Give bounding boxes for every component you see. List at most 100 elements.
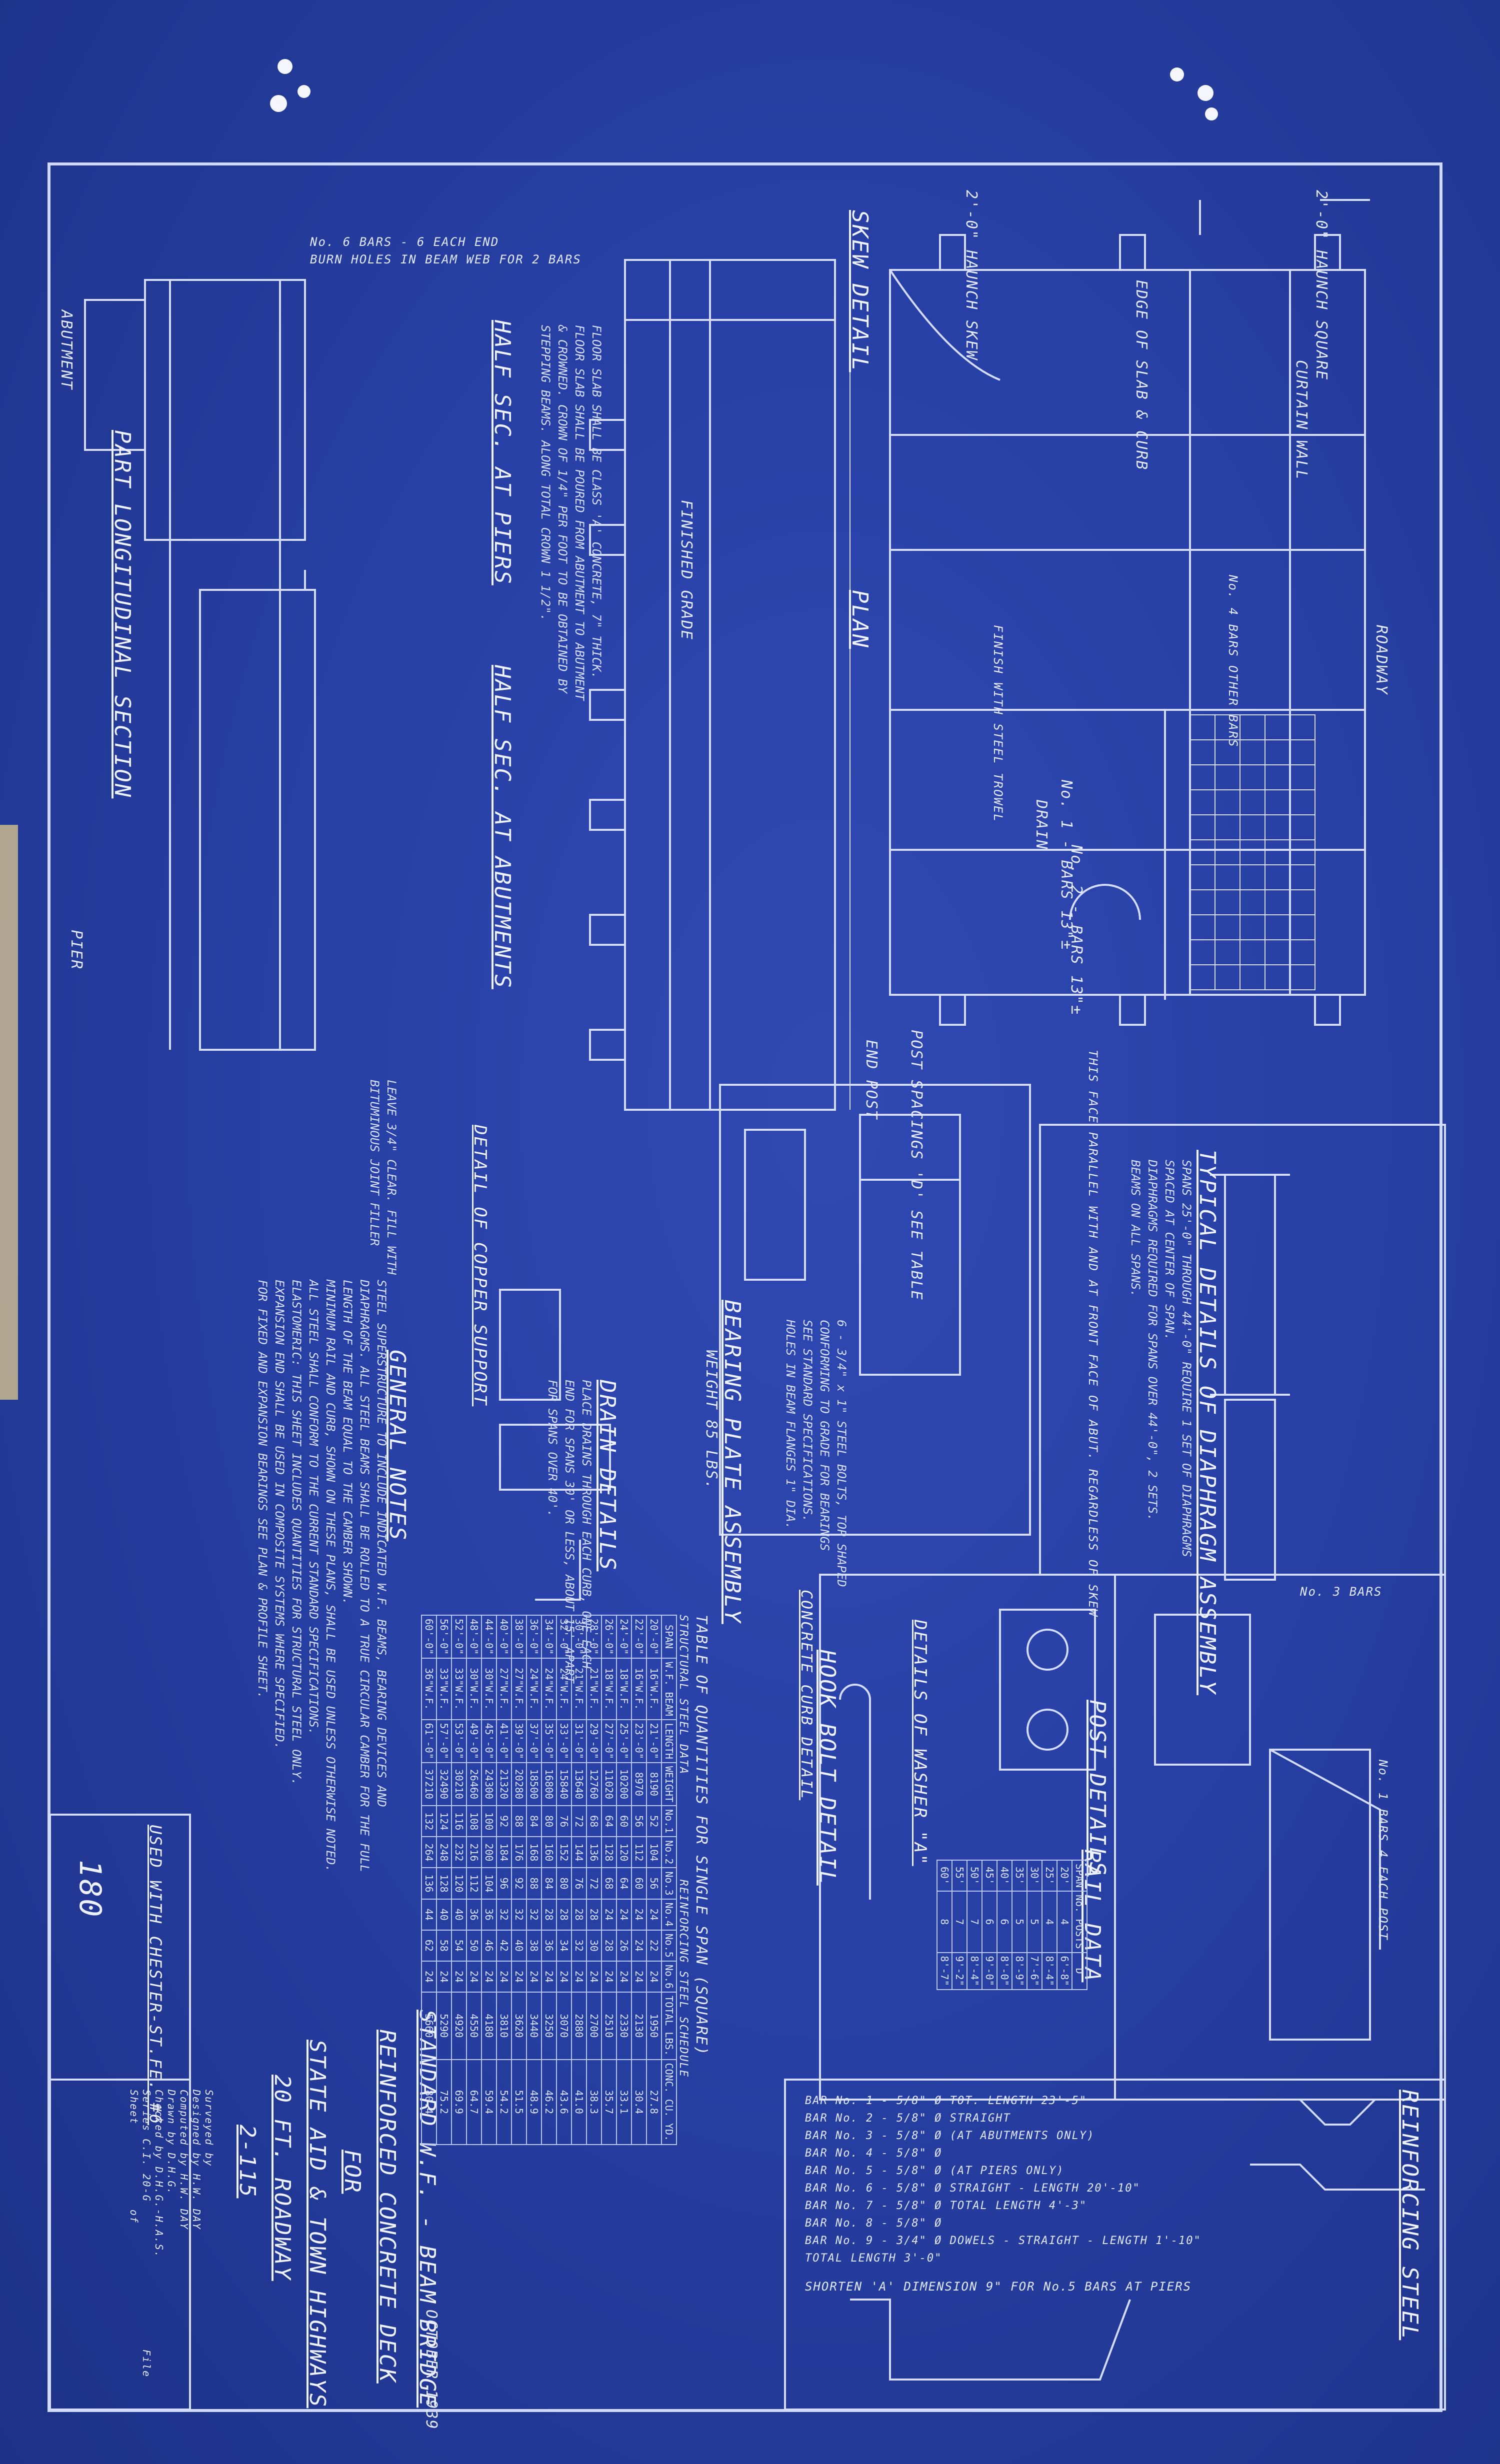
- table-cell: 21"W.F.: [586, 1658, 602, 1720]
- table-cell: 44'-0": [482, 1615, 496, 1659]
- rail-cell: 25': [1042, 1860, 1057, 1892]
- table-cell: 54: [452, 1930, 466, 1961]
- table-cell: 41'-0": [496, 1719, 512, 1763]
- table-cell: 33'-0": [556, 1719, 572, 1763]
- table-cell: 24: [542, 1961, 556, 1993]
- table-cell: 132: [422, 1806, 436, 1837]
- table-cell: 20280: [512, 1762, 526, 1806]
- post-spacings-label: POST SPACINGS 'D' SEE TABLE: [908, 1030, 925, 1301]
- table-cell: 28: [572, 1899, 586, 1930]
- half-sec-abutments-title: HALF SEC. AT ABUTMENTS: [490, 665, 515, 989]
- punch-hole: [1198, 85, 1214, 101]
- table-cell: 116: [452, 1806, 466, 1837]
- table-cell: 22: [646, 1930, 662, 1961]
- rail-cell: 8'-4": [1042, 1952, 1057, 1990]
- table-cell: 112: [466, 1868, 482, 1899]
- table-cell: 13640: [572, 1762, 586, 1806]
- table-cell: 24: [602, 1961, 616, 1993]
- punch-hole: [270, 95, 287, 112]
- table-cell: 30"W.F.: [482, 1658, 496, 1720]
- table-cell: 88: [526, 1868, 542, 1899]
- table-cell: 24"W.F.: [526, 1658, 542, 1720]
- rail-cell: 8'-9": [1012, 1952, 1027, 1990]
- table-cell: 168: [526, 1837, 542, 1868]
- table-cell: 24: [526, 1961, 542, 1993]
- no2-bars-label: No. 2 - BARS 13"±: [1068, 845, 1085, 1016]
- table-cell: 64.7: [466, 2059, 482, 2145]
- table-cell: 72: [586, 1868, 602, 1899]
- title-line-3: FOR: [340, 2150, 365, 2194]
- table-cell: 3440: [526, 1992, 542, 2060]
- table-cell: 248: [436, 1837, 452, 1868]
- table-cell: 25'-0": [616, 1719, 632, 1763]
- table-cell: 52'-0": [452, 1615, 466, 1659]
- table-cell: 27.8: [646, 2059, 662, 2145]
- table-cell: 92: [496, 1806, 512, 1837]
- table-cell: 46: [482, 1930, 496, 1961]
- table-header-cell: LENGTH: [662, 1719, 676, 1763]
- table-cell: 44: [422, 1899, 436, 1930]
- table-cell: 29'-0": [586, 1719, 602, 1763]
- table-cell: 22'-0": [632, 1615, 646, 1659]
- table-cell: 32: [526, 1899, 542, 1930]
- rail-cell: 8'-7": [937, 1952, 952, 1990]
- table-cell: 64: [602, 1806, 616, 1837]
- table-cell: 84: [526, 1806, 542, 1837]
- rail-cell: 8'-4": [967, 1952, 982, 1990]
- rail-cell: 55': [952, 1860, 967, 1892]
- table-cell: 40'-0": [496, 1615, 512, 1659]
- shorten-note: SHORTEN 'A' DIMENSION 9" FOR No.5 BARS A…: [805, 2280, 1192, 2294]
- bearing-weight: WEIGHT 85 LBS.: [702, 1350, 720, 1490]
- rail-cell: 20': [1057, 1860, 1072, 1892]
- table-cell: 24: [572, 1961, 586, 1993]
- table-cell: 15840: [556, 1762, 572, 1806]
- table-cell: 68: [586, 1806, 602, 1837]
- bar-list-item: BAR No. 8 - 5/8" Ø: [805, 2217, 942, 2230]
- table-cell: 92: [512, 1868, 526, 1899]
- table-cell: 61'-0": [422, 1719, 436, 1763]
- table-cell: 50: [466, 1930, 482, 1961]
- table-cell: 30210: [452, 1762, 466, 1806]
- drawn-by: Drawn by D.H.G.: [166, 2090, 178, 2195]
- table-cell: 18"W.F.: [616, 1658, 632, 1720]
- table-cell: 57'-0": [436, 1719, 452, 1763]
- table-cell: 75.2: [436, 2059, 452, 2145]
- face-parallel-label: THIS FACE PARALLEL WITH AND AT FRONT FAC…: [1086, 1050, 1100, 1617]
- table-cell: 264: [422, 1837, 436, 1868]
- table-header-cell: No.3: [662, 1868, 676, 1899]
- table-cell: 152: [556, 1837, 572, 1868]
- table-cell: 76: [572, 1868, 586, 1899]
- rail-header-cell: D: [1072, 1952, 1087, 1990]
- reinforcing-steel-title: REINFORCING STEEL: [1397, 2090, 1422, 2341]
- table-cell: 39'-0": [512, 1719, 526, 1763]
- drain-label: DRAIN: [1032, 800, 1050, 850]
- handwritten-number: 180: [72, 1860, 108, 1919]
- tape-strip: [0, 825, 18, 1400]
- no3-bars-label: No. 3 BARS: [1300, 1585, 1382, 1599]
- half-sec-piers-title: HALF SEC. AT PIERS: [490, 320, 515, 585]
- table-header-cell: CONC. CU. YD.: [662, 2059, 676, 2145]
- punch-hole: [298, 85, 310, 98]
- table-cell: 53'-0": [452, 1719, 466, 1763]
- table-cell: 24300: [482, 1762, 496, 1806]
- title-line-2: REINFORCED CONCRETE DECK: [374, 2030, 400, 2384]
- table-cell: 3250: [542, 1992, 556, 2060]
- abutment-label: ABUTMENT: [58, 310, 75, 390]
- table-cell: 16800: [542, 1762, 556, 1806]
- rail-cell: 7: [952, 1891, 967, 1953]
- table-cell: 37210: [422, 1762, 436, 1806]
- rail-cell: 60': [937, 1860, 952, 1892]
- computed-by: Computed by H.W. DAY: [178, 2090, 190, 2230]
